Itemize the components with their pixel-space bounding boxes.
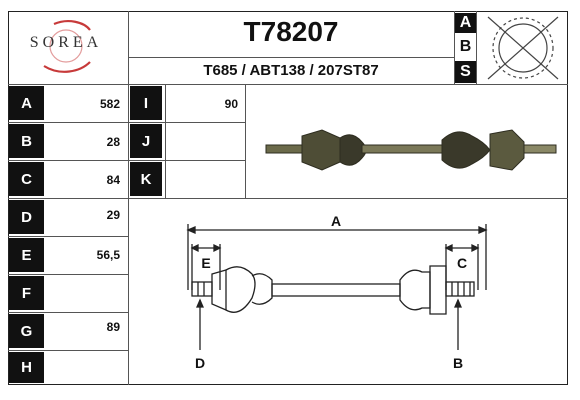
- label-i: I: [130, 86, 162, 120]
- row-line: [8, 160, 245, 161]
- label-j: J: [130, 124, 162, 158]
- value-c: 84: [106, 173, 120, 187]
- diagram-label-c: C: [457, 255, 467, 271]
- value-g: 89: [106, 320, 120, 334]
- diagram-label-d: D: [195, 355, 205, 371]
- value-d: 29: [106, 208, 120, 222]
- logo-swirl-icon: [43, 20, 91, 73]
- row-line: [8, 198, 568, 199]
- label-c: C: [9, 162, 44, 196]
- value-i: 90: [224, 97, 238, 111]
- label-d: D: [9, 200, 44, 234]
- label-h: H: [9, 352, 44, 383]
- label-b: B: [9, 124, 44, 158]
- divider-abs-column: [454, 11, 455, 84]
- value-b: 28: [106, 135, 120, 149]
- abs-letter-s: S: [455, 61, 476, 83]
- label-g: G: [9, 314, 44, 348]
- row-line: [8, 350, 128, 351]
- row-line: [8, 274, 128, 275]
- divider-header-bottom: [8, 84, 568, 85]
- row-line: [8, 122, 245, 123]
- part-number: T78207: [243, 16, 339, 47]
- value-e: 56,5: [96, 248, 120, 262]
- label-k: K: [130, 162, 162, 196]
- row-line: [8, 236, 128, 237]
- cross-references: T685 / ABT138 / 207ST87: [203, 62, 379, 79]
- dimension-diagram: A E C D B: [186, 213, 488, 371]
- divider-header: [128, 57, 454, 58]
- abs-ring-icon: [487, 16, 559, 80]
- abs-letter-b: B: [455, 35, 476, 59]
- label-a: A: [9, 86, 44, 120]
- logo-text: SOREA: [29, 34, 103, 51]
- diagram-label-a: A: [331, 213, 341, 229]
- row-line: [8, 312, 128, 313]
- divider-i-col-right: [245, 84, 246, 198]
- abs-letter-a: A: [455, 13, 476, 33]
- value-a: 582: [99, 97, 120, 111]
- divider-abs-right: [476, 11, 477, 84]
- label-e: E: [9, 238, 44, 272]
- diagram-label-b: B: [453, 355, 463, 371]
- diagram-label-e: E: [201, 255, 210, 271]
- label-f: F: [9, 276, 44, 310]
- drive-shaft-photo: [265, 129, 557, 171]
- divider-i-col: [165, 84, 166, 198]
